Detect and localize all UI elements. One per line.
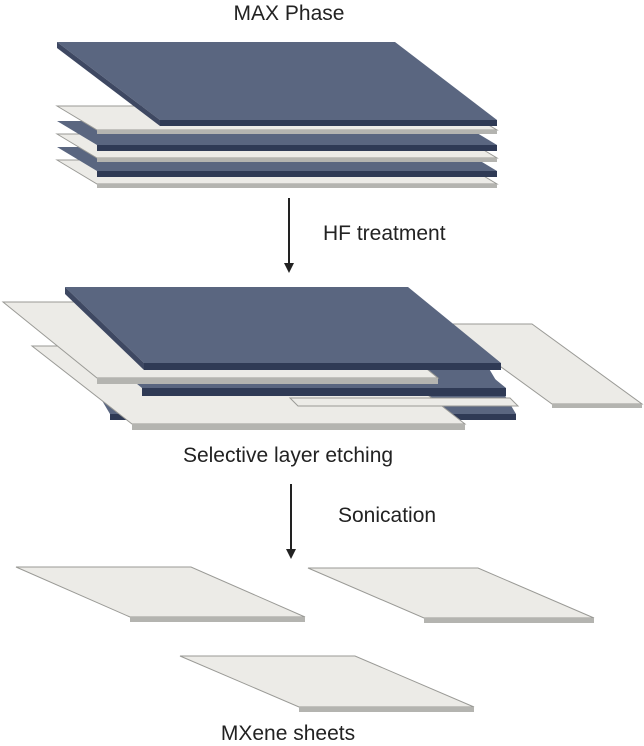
sonication-label: Sonication [338,504,436,527]
etched-stack [1,287,644,430]
hf-treatment-label: HF treatment [323,222,446,245]
selective-etching-label: Selective layer etching [183,444,393,467]
mxene-sheet [179,655,475,712]
mxene-sheet [15,566,306,622]
max-phase-label: MAX Phase [234,2,345,25]
mxene-sheets-label: MXene sheets [221,722,355,745]
mxene-sheets [15,566,595,712]
mxene-sheet [307,567,595,623]
max-phase-stack [55,42,499,188]
